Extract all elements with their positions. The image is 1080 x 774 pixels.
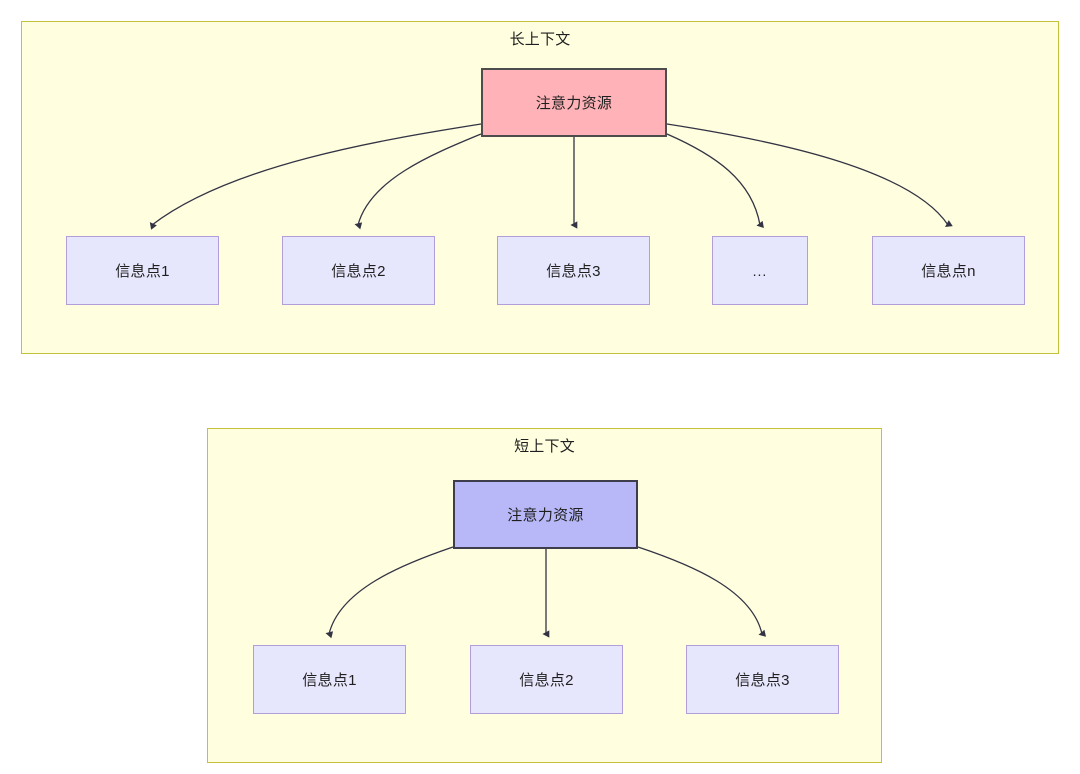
attention-resource-node-long[interactable]: 注意力资源: [481, 68, 667, 137]
info-point-label: 信息点2: [331, 263, 386, 280]
info-point-node-2-short[interactable]: 信息点2: [470, 645, 623, 714]
group-title-long: 长上下文: [509, 31, 571, 48]
group-title-short: 短上下文: [514, 438, 575, 455]
info-point-label: 信息点1: [302, 672, 357, 689]
attention-resource-label-short: 注意力资源: [507, 507, 584, 524]
info-point-node-3-long[interactable]: 信息点3: [497, 236, 650, 305]
ellipsis-label: ...: [752, 262, 768, 279]
info-point-label: 信息点3: [546, 263, 601, 280]
attention-resource-node-short[interactable]: 注意力资源: [453, 480, 638, 549]
info-point-label: 信息点3: [735, 672, 790, 689]
info-point-node-1-long[interactable]: 信息点1: [66, 236, 219, 305]
info-point-node-n-long[interactable]: 信息点n: [872, 236, 1025, 305]
info-point-label: 信息点2: [519, 672, 574, 689]
attention-resource-label-long: 注意力资源: [535, 95, 613, 112]
info-point-label: 信息点n: [921, 263, 976, 280]
info-point-node-2-long[interactable]: 信息点2: [282, 236, 435, 305]
info-point-label: 信息点1: [115, 263, 170, 280]
info-point-node-1-short[interactable]: 信息点1: [253, 645, 406, 714]
info-point-node-ellipsis-long[interactable]: ...: [712, 236, 808, 305]
info-point-node-3-short[interactable]: 信息点3: [686, 645, 839, 714]
